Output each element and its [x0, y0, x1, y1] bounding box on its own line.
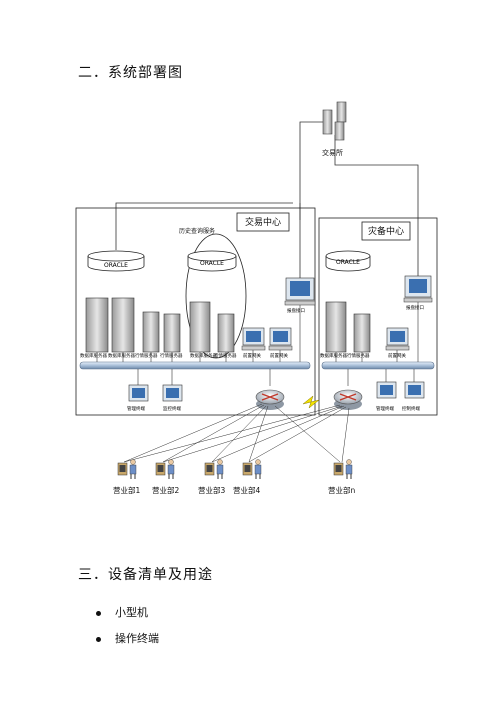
svg-text:前置网关: 前置网关	[243, 352, 261, 359]
order-interface-pc-icon	[403, 275, 433, 303]
branch-workstation-icon	[242, 459, 262, 479]
deployment-diagram: 交易所 交易中心 灾备中心 历史查询服务 ORACLE ORACLE ORACL…	[75, 101, 438, 495]
svg-text:行情服务器: 行情服务器	[347, 352, 370, 359]
history-service-ellipse	[185, 233, 247, 359]
control-terminal-icon	[404, 381, 425, 399]
svg-text:ORACLE: ORACLE	[200, 260, 224, 267]
gateway-pc-icon	[241, 327, 266, 351]
oracle-db-icon: ORACLE	[325, 250, 371, 272]
oracle-db-icon: ORACLE	[87, 250, 145, 272]
branch-label: 营业部2	[152, 485, 179, 495]
branch-label: 营业部n	[328, 485, 355, 495]
gateway-pc-icon	[268, 327, 293, 351]
trading-center-frame	[75, 207, 316, 416]
branch-label: 营业部1	[113, 485, 140, 495]
svg-text:报盘接口: 报盘接口	[287, 307, 305, 314]
section-heading-deployment: 二．系统部署图	[78, 65, 183, 81]
history-service-label: 历史查询服务	[179, 227, 215, 235]
svg-text:行情服务器: 行情服务器	[135, 352, 158, 359]
bullet-dot-icon	[96, 636, 101, 642]
database-server-icon	[111, 297, 135, 353]
order-interface-pc-icon	[284, 277, 316, 306]
database-server-icon	[85, 297, 109, 353]
svg-text:前置网关: 前置网关	[270, 352, 288, 359]
quote-server-icon	[142, 311, 160, 353]
quote-server-icon	[353, 313, 371, 353]
exchange-label: 交易所	[322, 148, 343, 157]
branch-workstation-icon	[155, 459, 175, 479]
branch-workstation-icon	[117, 459, 137, 479]
svg-text:报盘接口: 报盘接口	[406, 304, 424, 311]
svg-text:监控终端: 监控终端	[163, 405, 181, 412]
management-terminal-icon	[376, 381, 397, 399]
bullet-dot-icon	[96, 610, 101, 616]
wan-link-bolt-icon	[302, 395, 320, 409]
bullet-item: 小型机	[96, 604, 148, 620]
disaster-center-bus	[321, 361, 435, 370]
database-server-icon	[325, 301, 347, 353]
branch-label: 营业部3	[198, 485, 225, 495]
section-heading-equipment: 三．设备清单及用途	[78, 567, 213, 583]
gateway-pc-icon	[385, 327, 410, 351]
router-icon	[255, 389, 285, 410]
quote-server-icon	[217, 313, 235, 353]
svg-text:ORACLE: ORACLE	[104, 262, 128, 269]
svg-text:数据库服务器: 数据库服务器	[190, 352, 217, 359]
svg-text:ORACLE: ORACLE	[336, 259, 360, 266]
disaster-center-frame	[318, 217, 438, 416]
exchange-links	[115, 121, 419, 278]
branch-workstation-icon	[204, 459, 224, 479]
svg-text:管理终端: 管理终端	[376, 405, 394, 412]
svg-text:控制终端: 控制终端	[402, 405, 420, 412]
monitor-terminal-icon	[162, 384, 183, 402]
branch-workstation-icon	[333, 459, 353, 479]
management-terminal-icon	[128, 384, 149, 402]
quote-server-icon	[163, 313, 181, 353]
bullet-item: 操作终端	[96, 630, 159, 646]
exchange-server-icon	[322, 101, 347, 141]
router-icon	[333, 389, 363, 410]
svg-text:数据库服务器: 数据库服务器	[80, 352, 107, 359]
oracle-db-icon: ORACLE	[187, 250, 237, 272]
svg-text:行情服务器: 行情服务器	[214, 352, 237, 359]
branch-label: 营业部4	[233, 485, 260, 495]
database-server-icon	[189, 301, 211, 353]
trading-center-bus	[79, 361, 311, 370]
svg-text:行情服务器: 行情服务器	[160, 352, 183, 359]
svg-text:数据库服务器: 数据库服务器	[108, 352, 135, 359]
svg-text:数据库服务器: 数据库服务器	[320, 352, 347, 359]
svg-text:管理终端: 管理终端	[127, 405, 145, 412]
trading-center-label: 交易中心	[245, 216, 281, 228]
disaster-center-label: 灾备中心	[368, 225, 404, 237]
